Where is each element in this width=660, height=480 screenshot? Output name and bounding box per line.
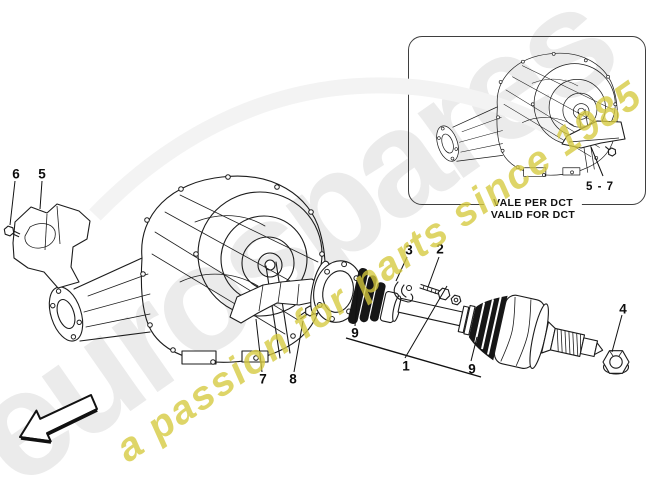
clip-3 bbox=[393, 281, 414, 303]
direction-arrow bbox=[19, 394, 98, 444]
callout-7: 7 bbox=[259, 371, 267, 387]
watermark-swoosh bbox=[89, 77, 569, 221]
heat-shield-5 bbox=[12, 203, 91, 289]
callout-3: 3 bbox=[405, 242, 413, 258]
axle-shaft-drawing bbox=[310, 260, 604, 369]
callout-9-right: 9 bbox=[468, 361, 476, 377]
bolt-2 bbox=[419, 283, 462, 306]
main-gearbox-drawing bbox=[42, 174, 326, 365]
callout-1: 1 bbox=[402, 358, 410, 374]
leader-lines bbox=[9, 180, 623, 378]
inset-heat-shield bbox=[561, 120, 626, 177]
callout-4: 4 bbox=[619, 301, 627, 317]
inset-caption: VALE PER DCT VALID FOR DCT bbox=[483, 197, 583, 221]
callout-5: 5 bbox=[38, 166, 46, 182]
inset-caption-line1: VALE PER DCT bbox=[493, 197, 573, 209]
heat-shield-7 bbox=[229, 278, 324, 324]
callout-9-left: 9 bbox=[351, 325, 359, 341]
callout-6: 6 bbox=[12, 166, 20, 182]
callout-8: 8 bbox=[289, 371, 297, 387]
callout-5-7: 5 - 7 bbox=[585, 181, 615, 193]
callout-2: 2 bbox=[436, 241, 444, 257]
inset-caption-line2: VALID FOR DCT bbox=[490, 209, 576, 221]
bolt-6 bbox=[3, 225, 21, 238]
nut-4 bbox=[602, 350, 630, 375]
